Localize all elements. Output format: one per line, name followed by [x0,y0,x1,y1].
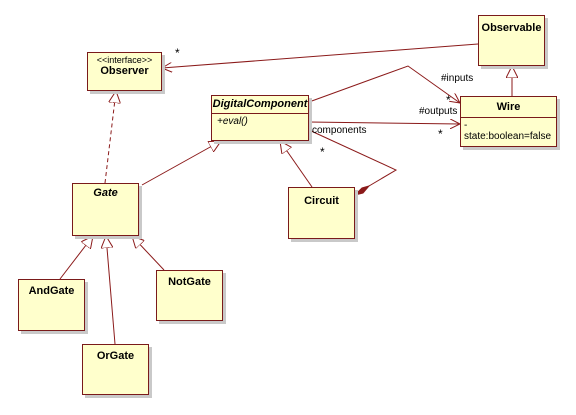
gate-observer-realization [104,91,116,184]
observable-class[interactable]: Observable [478,15,545,66]
circuit-digitalcomponent-generalization [280,141,313,188]
outputs-association [308,122,460,124]
inputs-role-label: #inputs [441,73,474,84]
wire-class[interactable]: Wire -state:boolean=false [460,96,557,147]
gate-digitalcomponent-generalization [141,141,221,186]
observer-class[interactable]: <<interface>> Observer [87,52,162,91]
observer-class-name: Observer [100,65,149,77]
inputs-association [308,65,460,103]
gate-class-name: Gate [93,187,118,199]
orgate-gate-generalization [106,236,116,345]
andgate-class-name: AndGate [28,285,75,297]
circuit-class-name: Circuit [304,195,339,207]
circuit-class[interactable]: Circuit [288,187,355,239]
notgate-class[interactable]: NotGate [156,270,223,321]
composition-diamond [353,185,371,196]
andgate-gate-generalization [59,236,93,280]
state-attribute: -state:boolean=false [461,117,556,144]
components-composition [308,129,398,187]
orgate-class[interactable]: OrGate [82,344,149,395]
gate-class[interactable]: Gate [72,183,139,236]
eval-operation: +eval() [212,113,308,129]
inputs-multiplicity: * [446,93,451,107]
digitalcomponent-class[interactable]: DigitalComponent +eval() [211,95,309,141]
outputs-multiplicity: * [438,127,443,141]
components-role-label: components [312,125,367,136]
notgate-gate-generalization [132,236,165,271]
notgate-class-name: NotGate [168,276,211,288]
observer-stereotype: <<interface>> [96,55,153,65]
components-multiplicity: * [320,145,325,159]
wire-class-name: Wire [496,101,521,113]
digitalcomponent-class-name: DigitalComponent [212,98,308,110]
observable-observer-association [162,43,479,68]
orgate-class-name: OrGate [96,350,135,362]
andgate-class[interactable]: AndGate [18,279,85,331]
observer-multiplicity: * [175,46,180,60]
outputs-role-label: #outputs [419,106,458,117]
observable-class-name: Observable [481,22,542,34]
